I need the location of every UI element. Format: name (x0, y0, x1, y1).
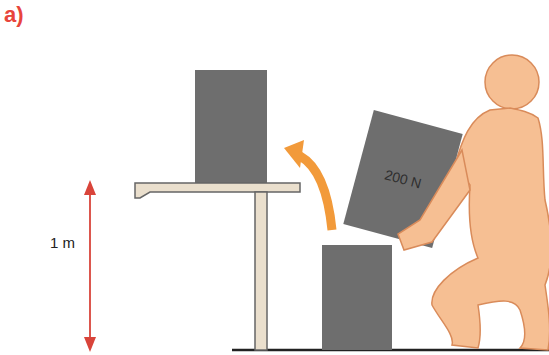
motion-arrowhead (284, 140, 304, 168)
dimension-label: 1 m (50, 234, 75, 251)
box-on-table (195, 70, 267, 183)
table-leg (255, 192, 267, 350)
dimension-arrowhead (84, 337, 96, 352)
dimension-arrowhead (84, 180, 96, 195)
motion-arrow (300, 156, 332, 230)
person-head (485, 55, 539, 109)
carried-box: 200 N (343, 110, 462, 248)
panel-letter: a) (4, 2, 24, 28)
dimension-line (89, 192, 91, 340)
box-on-floor (322, 245, 392, 350)
weight-label: 200 N (383, 166, 423, 191)
table-top (135, 183, 300, 198)
